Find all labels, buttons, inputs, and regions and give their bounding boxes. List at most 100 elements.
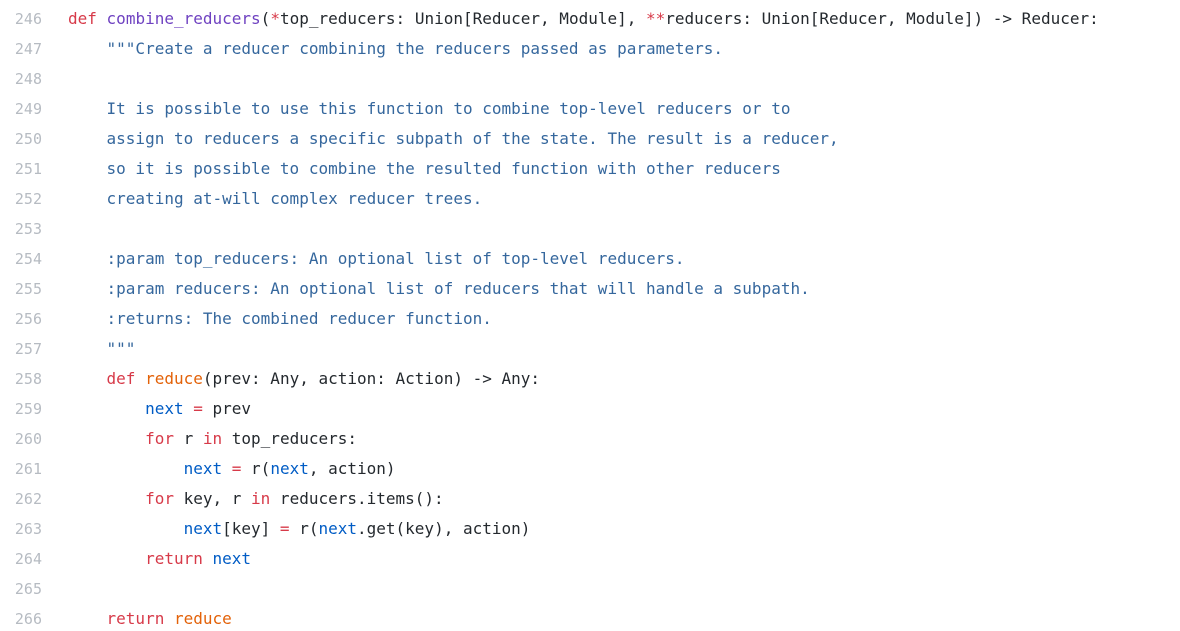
code-token: :param top_reducers: An optional list of…: [106, 249, 685, 268]
code-token: """: [106, 339, 136, 358]
line-number[interactable]: 249: [14, 100, 42, 118]
code-token: [68, 39, 107, 58]
code-token: [key]: [222, 519, 280, 538]
code-line: 257 """: [0, 334, 1180, 364]
code-token: in: [202, 429, 223, 448]
code-token: (: [260, 9, 271, 28]
code-token: , action): [308, 459, 396, 478]
code-token: [68, 129, 107, 148]
code-text: next = r(next, action): [42, 454, 396, 484]
code-line: 260 for r in top_reducers:: [0, 424, 1180, 454]
code-token: [97, 9, 107, 28]
code-token: =: [193, 399, 203, 418]
line-number[interactable]: 263: [14, 520, 42, 538]
code-token: r(: [289, 519, 319, 538]
code-token: top_reducers: Union[Reducer, Module],: [279, 9, 646, 28]
code-token: =: [231, 459, 242, 478]
code-token: [68, 549, 145, 568]
code-token: creating at-will complex reducer trees.: [106, 189, 483, 208]
code-token: reduce: [145, 369, 203, 388]
code-text: [42, 214, 68, 244]
code-token: *: [270, 9, 280, 28]
code-line: 248: [0, 64, 1180, 94]
code-token: """Create a reducer combining the reduce…: [106, 39, 724, 58]
code-token: def: [106, 369, 136, 388]
code-token: next: [318, 519, 357, 538]
code-token: reducers: Union[Reducer, Module]) -> Red…: [665, 9, 1099, 28]
code-line: 264 return next: [0, 544, 1180, 574]
code-text: def combine_reducers(*top_reducers: Unio…: [42, 4, 1099, 34]
code-token: [68, 189, 107, 208]
code-token: combine_reducers: [106, 9, 261, 28]
code-line: 256 :returns: The combined reducer funct…: [0, 304, 1180, 334]
code-token: **: [646, 9, 666, 28]
code-token: reduce: [173, 609, 232, 628]
code-text: It is possible to use this function to c…: [42, 94, 791, 124]
code-text: for key, r in reducers.items():: [42, 484, 444, 514]
line-number[interactable]: 264: [14, 550, 42, 568]
code-token: r: [173, 429, 203, 448]
code-token: in: [251, 489, 271, 508]
line-number[interactable]: 266: [14, 610, 42, 628]
code-line: 253: [0, 214, 1180, 244]
code-line: 258 def reduce(prev: Any, action: Action…: [0, 364, 1180, 394]
line-number[interactable]: 255: [14, 280, 42, 298]
code-line: 262 for key, r in reducers.items():: [0, 484, 1180, 514]
line-number[interactable]: 248: [14, 70, 42, 88]
line-number[interactable]: 253: [14, 220, 42, 238]
line-number[interactable]: 247: [14, 40, 42, 58]
code-token: next: [270, 459, 309, 478]
code-token: top_reducers:: [222, 429, 357, 448]
line-number[interactable]: 260: [14, 430, 42, 448]
line-number[interactable]: 256: [14, 310, 42, 328]
code-line: 265: [0, 574, 1180, 604]
code-token: =: [279, 519, 290, 538]
code-token: [68, 459, 184, 478]
code-line: 263 next[key] = r(next.get(key), action): [0, 514, 1180, 544]
code-text: assign to reducers a specific subpath of…: [42, 124, 839, 154]
code-token: [68, 249, 107, 268]
code-token: return: [145, 549, 203, 568]
line-number[interactable]: 265: [14, 580, 42, 598]
code-text: """Create a reducer combining the reduce…: [42, 34, 724, 64]
code-token: [203, 549, 213, 568]
code-token: It is possible to use this function to c…: [106, 99, 791, 118]
code-text: :param top_reducers: An optional list of…: [42, 244, 685, 274]
code-token: [68, 429, 145, 448]
code-token: :returns: The combined reducer function.: [106, 309, 492, 328]
code-text: def reduce(prev: Any, action: Action) ->…: [42, 364, 541, 394]
code-token: r(: [241, 459, 271, 478]
code-token: :param reducers: An optional list of red…: [106, 279, 810, 298]
code-token: prev: [202, 399, 252, 418]
code-text: [42, 574, 68, 604]
line-number[interactable]: 259: [14, 400, 42, 418]
line-number[interactable]: 258: [14, 370, 42, 388]
code-line: 266 return reduce: [0, 604, 1180, 631]
code-token: [68, 399, 145, 418]
code-line: 251 so it is possible to combine the res…: [0, 154, 1180, 184]
code-token: reducers.items():: [270, 489, 444, 508]
line-number[interactable]: 246: [14, 10, 42, 28]
code-line: 259 next = prev: [0, 394, 1180, 424]
code-token: [68, 609, 107, 628]
line-number[interactable]: 262: [14, 490, 42, 508]
code-text: next = prev: [42, 394, 251, 424]
code-token: next: [212, 549, 252, 568]
line-number[interactable]: 254: [14, 250, 42, 268]
code-line: 252 creating at-will complex reducer tre…: [0, 184, 1180, 214]
code-token: [222, 459, 232, 478]
line-number[interactable]: 250: [14, 130, 42, 148]
line-number[interactable]: 251: [14, 160, 42, 178]
line-number[interactable]: 261: [14, 460, 42, 478]
code-text: next[key] = r(next.get(key), action): [42, 514, 531, 544]
code-line: 247 """Create a reducer combining the re…: [0, 34, 1180, 64]
line-number[interactable]: 252: [14, 190, 42, 208]
code-line: 254 :param top_reducers: An optional lis…: [0, 244, 1180, 274]
code-token: .get(key), action): [357, 519, 531, 538]
code-token: for: [145, 489, 174, 508]
code-token: so it is possible to combine the resulte…: [106, 159, 781, 178]
code-token: next: [183, 519, 223, 538]
code-token: [68, 489, 145, 508]
line-number[interactable]: 257: [14, 340, 42, 358]
